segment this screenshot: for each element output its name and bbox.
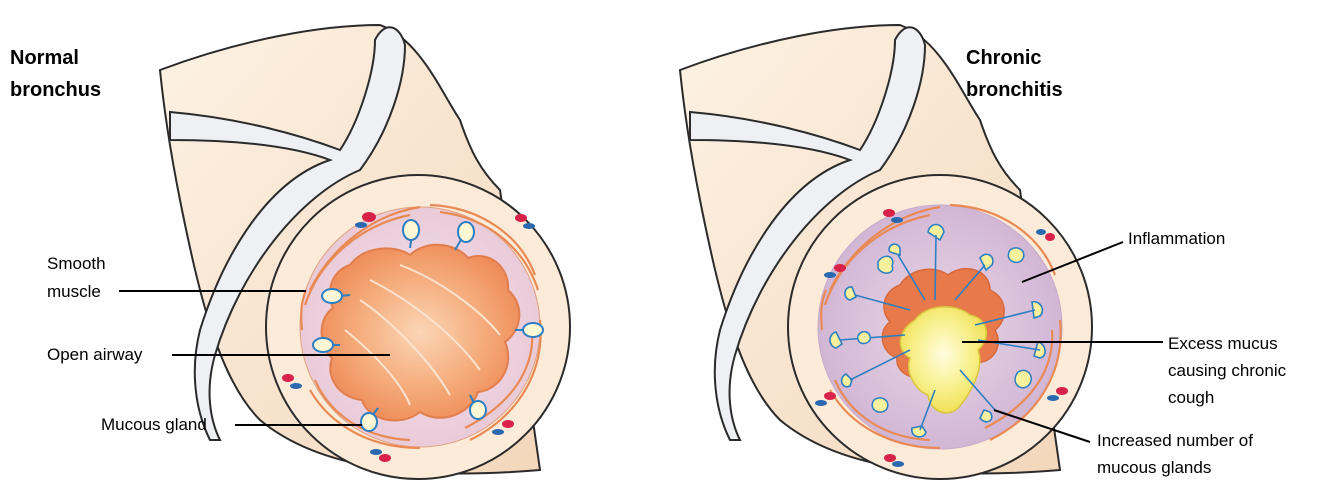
smooth-muscle-label-line2: muscle: [47, 282, 101, 301]
increased-glands-label-line1: Increased number of: [1097, 431, 1253, 450]
excess-mucus-label-line3: cough: [1168, 388, 1214, 407]
normal-bronchus-title-line2: bronchus: [10, 79, 101, 101]
excess-mucus-label-line2: causing chronic: [1168, 361, 1287, 380]
mucous-gland-label: Mucous gland: [101, 415, 207, 434]
chronic-bronchitis-title-line2: bronchitis: [966, 79, 1063, 101]
open-airway-label: Open airway: [47, 345, 143, 364]
increased-glands-label-line2: mucous glands: [1097, 458, 1211, 477]
excess-mucus-label-line1: Excess mucus: [1168, 334, 1278, 353]
smooth-muscle-label-line1: Smooth: [47, 254, 106, 273]
normal-bronchus-title-line1: Normal: [10, 47, 79, 69]
inflammation-label: Inflammation: [1128, 229, 1225, 248]
normal-bronchus-illustration: [160, 25, 570, 479]
chronic-bronchitis-title-line1: Chronic: [966, 47, 1042, 69]
